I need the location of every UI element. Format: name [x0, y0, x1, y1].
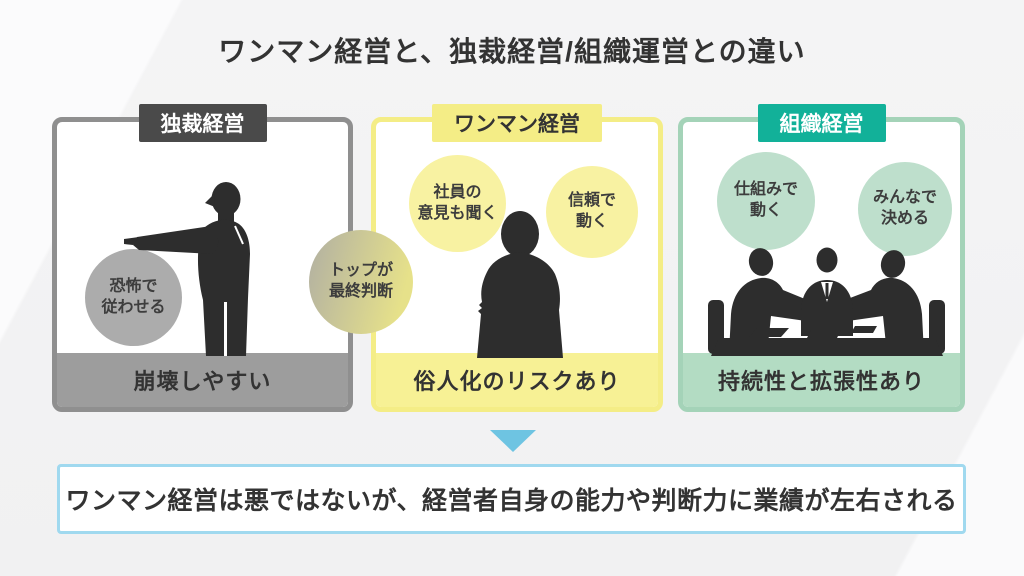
meeting-team-silhouette [708, 247, 945, 356]
bubble-decide-together: みんなで 決める [858, 162, 952, 256]
card-oneman-caption: 俗人化のリスクあり [376, 353, 658, 407]
conclusion-banner: ワンマン経営は悪ではないが、経営者自身の能力や判断力に業績が左右される [57, 464, 966, 534]
card-organization-caption: 持続性と拡張性あり [683, 353, 960, 407]
bubble-top-final-decision: トップが 最終判断 [309, 230, 413, 334]
card-dictatorship-caption: 崩壊しやすい [57, 353, 348, 407]
down-arrow-icon [490, 430, 536, 452]
bubble-fear: 恐怖で 従わせる [85, 249, 182, 346]
card-dictatorship-badge: 独裁経営 [138, 104, 267, 142]
card-organization-badge: 組織経営 [757, 104, 886, 142]
bubble-trust: 信頼で 動く [546, 166, 638, 258]
card-oneman-badge: ワンマン経営 [432, 104, 602, 142]
bubble-system: 仕組みで 動く [717, 152, 815, 250]
pointing-man-silhouette [124, 182, 250, 356]
card-oneman: ワンマン経営 社員の 意見も聞く 信頼で 動く 俗人化のリスクあり [371, 104, 663, 412]
card-dictatorship: 独裁経営 恐怖で 従わせる 崩壊しやすい [52, 104, 353, 412]
bubble-listen: 社員の 意見も聞く [409, 155, 506, 252]
crossed-arms-person-silhouette [477, 211, 563, 358]
card-organization: 組織経営 仕組みで 動く みんなで 決める 持続性と拡張 [678, 104, 965, 412]
page-title: ワンマン経営と、独裁経営/組織運営との違い [218, 36, 806, 67]
